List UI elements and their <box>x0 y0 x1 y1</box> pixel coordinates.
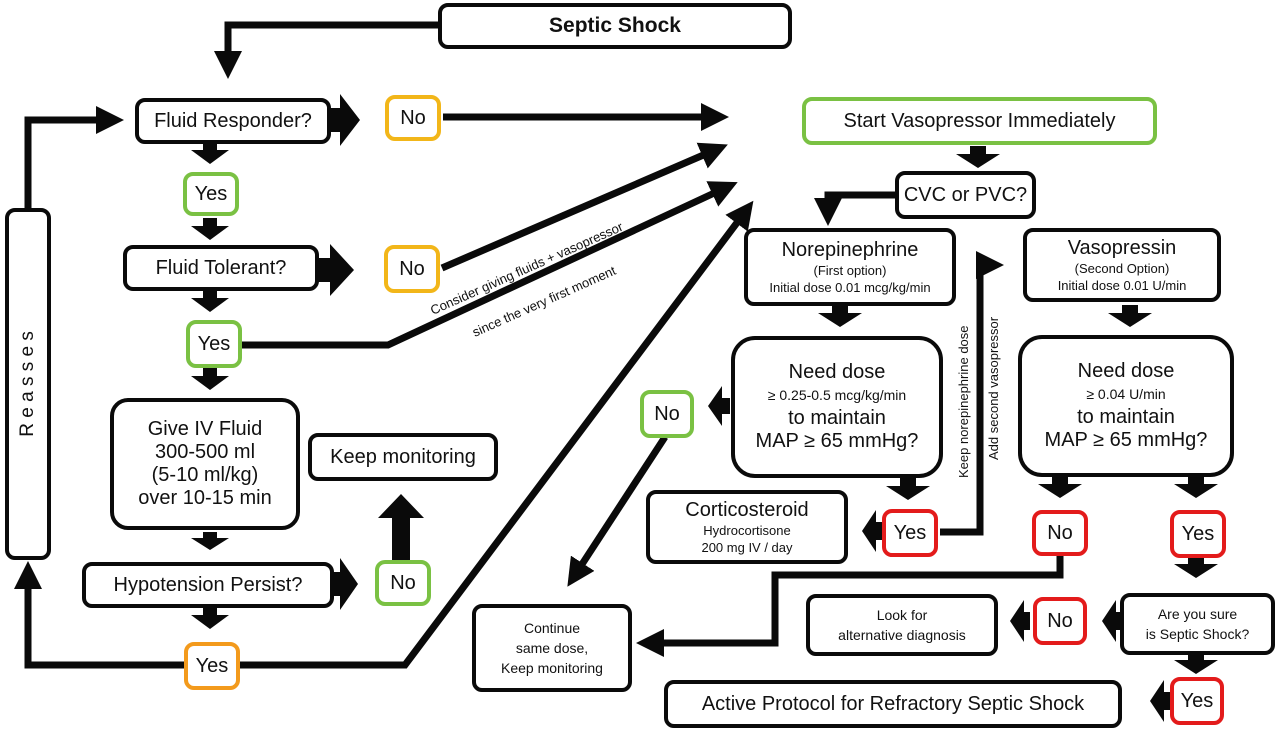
norepi-need-dose-yes[interactable]: Yes <box>882 509 938 557</box>
block-arrow-vaso-yes-down <box>1174 476 1218 498</box>
reassess-label: R e a s s e s <box>17 331 39 437</box>
corticosteroid-box[interactable]: Corticosteroid Hydrocortisone 200 mg IV … <box>646 490 848 564</box>
block-arrow-hypotension-right <box>330 558 358 610</box>
arrow-tolerant-no-to-vaso <box>440 142 728 272</box>
give-iv-fluid-line: (5-10 ml/kg) <box>151 464 259 486</box>
vasopressin-box[interactable]: Vasopressin (Second Option) Initial dose… <box>1023 228 1221 302</box>
keep-monitoring-box[interactable]: Keep monitoring <box>308 433 498 481</box>
are-you-sure-line: Are you sure <box>1157 605 1238 622</box>
give-iv-fluid-line: Give IV Fluid <box>147 418 263 440</box>
arrow-hypotension-yes-to-vaso <box>232 200 754 669</box>
arrow-tolerant-yes-to-vaso <box>242 181 738 349</box>
block-arrow-needdose-down <box>886 478 930 500</box>
continue-line: Keep monitoring <box>501 660 603 677</box>
fluid-tolerant-decision[interactable]: Fluid Tolerant? <box>123 245 319 291</box>
are-you-sure-no[interactable]: No <box>1033 597 1087 645</box>
arrow-cvc-to-norepi <box>814 191 895 226</box>
add-second-vasopressor-label: Add second vasopressor <box>986 316 1001 460</box>
block-arrow-needdose-left <box>708 386 730 426</box>
hypotension-persist-decision[interactable]: Hypotension Persist? <box>82 562 334 608</box>
block-arrow-norepi-down <box>818 305 862 327</box>
are-you-sure-line: is Septic Shock? <box>1145 626 1250 642</box>
arrow-title-to-responder <box>214 21 440 79</box>
norepinephrine-box[interactable]: Norepinephrine (First option) Initial do… <box>744 228 956 306</box>
are-you-sure-decision[interactable]: Are you sure is Septic Shock? <box>1120 593 1275 655</box>
norepinephrine-name: Norepinephrine <box>781 238 919 261</box>
corticosteroid-drug: Hydrocortisone <box>703 522 791 538</box>
vasopressin-need-dose-no[interactable]: No <box>1032 510 1088 556</box>
norepinephrine-option: (First option) <box>813 262 887 278</box>
block-arrow-no-up-monitoring <box>378 494 424 560</box>
vasopressin-need-dose-yes[interactable]: Yes <box>1170 510 1226 558</box>
alternative-diagnosis-box[interactable]: Look for alternative diagnosis <box>806 594 998 656</box>
block-arrow-yes-down-2 <box>191 368 229 390</box>
block-arrow-tolerant-right <box>318 244 354 296</box>
block-arrow-hypotension-down <box>191 607 229 629</box>
alt-diag-line: alternative diagnosis <box>838 627 966 643</box>
block-arrow-responder-down <box>191 142 229 164</box>
continue-same-dose-box[interactable]: Continue same dose, Keep monitoring <box>472 604 632 692</box>
reassess-box[interactable]: R e a s s e s <box>5 208 51 560</box>
block-arrow-yes-left-cortico <box>862 510 882 552</box>
hypotension-no[interactable]: No <box>375 560 431 606</box>
norepi-need-dose-no[interactable]: No <box>640 390 694 438</box>
vasopressin-need-dose-decision[interactable]: Need dose ≥ 0.04 U/min to maintain MAP ≥… <box>1018 335 1234 477</box>
block-arrow-responder-right <box>330 94 360 146</box>
block-arrow-vasopressin-down <box>1108 305 1152 327</box>
block-arrow-start-down <box>956 146 1000 168</box>
block-arrow-yes-down-sure <box>1174 556 1218 578</box>
need-dose-line: MAP ≥ 65 mmHg? <box>1044 428 1208 451</box>
need-dose-threshold: ≥ 0.25-0.5 mcg/kg/min <box>767 387 907 404</box>
arrow-ne-no-to-continue <box>567 435 668 587</box>
hypotension-yes[interactable]: Yes <box>184 642 240 690</box>
continue-line: Continue <box>523 619 581 636</box>
fluid-tolerant-yes[interactable]: Yes <box>186 320 242 368</box>
are-you-sure-yes[interactable]: Yes <box>1170 677 1224 725</box>
cvc-or-pvc-decision[interactable]: CVC or PVC? <box>895 171 1036 219</box>
need-dose-line: to maintain <box>788 406 886 429</box>
block-arrow-yes-left-refractory <box>1150 680 1170 722</box>
give-iv-fluid-line: over 10-15 min <box>138 487 272 509</box>
corticosteroid-dose: 200 mg IV / day <box>701 539 793 555</box>
block-arrow-tolerant-down <box>191 290 229 312</box>
fluid-responder-yes[interactable]: Yes <box>183 172 239 216</box>
give-iv-fluid-box[interactable]: Give IV Fluid 300-500 ml (5-10 ml/kg) ov… <box>110 398 300 530</box>
fluid-responder-no[interactable]: No <box>385 95 441 141</box>
block-arrow-sure-left-no <box>1102 600 1122 642</box>
need-dose-line: MAP ≥ 65 mmHg? <box>755 429 919 452</box>
block-arrow-vaso-no-down <box>1038 476 1082 498</box>
arrow-add-second-vaso <box>940 251 1004 536</box>
norepi-need-dose-decision[interactable]: Need dose ≥ 0.25-0.5 mcg/kg/min to maint… <box>731 336 943 478</box>
refractory-protocol-box[interactable]: Active Protocol for Refractory Septic Sh… <box>664 680 1122 728</box>
fluid-responder-decision[interactable]: Fluid Responder? <box>135 98 331 144</box>
block-arrow-sure-down-yes <box>1174 652 1218 674</box>
vasopressin-option: (Second Option) <box>1074 260 1170 276</box>
vasopressin-dose: Initial dose 0.01 U/min <box>1057 277 1187 293</box>
continue-line: same dose, <box>515 639 589 656</box>
arrow-hypotension-yes-to-reassess <box>14 561 185 669</box>
block-arrow-fluid-down <box>191 532 229 550</box>
keep-norepinephrine-dose-label: Keep norepinephrine dose <box>956 325 971 478</box>
alt-diag-line: Look for <box>876 606 928 623</box>
need-dose-line: to maintain <box>1077 405 1175 428</box>
need-dose-line: Need dose <box>1077 360 1175 383</box>
give-iv-fluid-line: 300-500 ml <box>154 441 256 463</box>
arrow-vp-no-to-continue <box>636 555 1064 657</box>
norepinephrine-dose: Initial dose 0.01 mcg/kg/min <box>769 279 931 295</box>
title-septic-shock[interactable]: Septic Shock <box>438 3 792 49</box>
start-vasopressor-box[interactable]: Start Vasopressor Immediately <box>802 97 1157 145</box>
corticosteroid-name: Corticosteroid <box>685 498 809 521</box>
arrow-reassess-to-responder <box>24 106 124 210</box>
need-dose-threshold: ≥ 0.04 U/min <box>1086 386 1166 403</box>
block-arrow-yes-down-1 <box>191 218 229 240</box>
vasopressin-name: Vasopressin <box>1067 236 1177 259</box>
block-arrow-no-left-alt <box>1010 600 1030 642</box>
need-dose-line: Need dose <box>788 361 886 384</box>
fluid-tolerant-no[interactable]: No <box>384 245 440 293</box>
